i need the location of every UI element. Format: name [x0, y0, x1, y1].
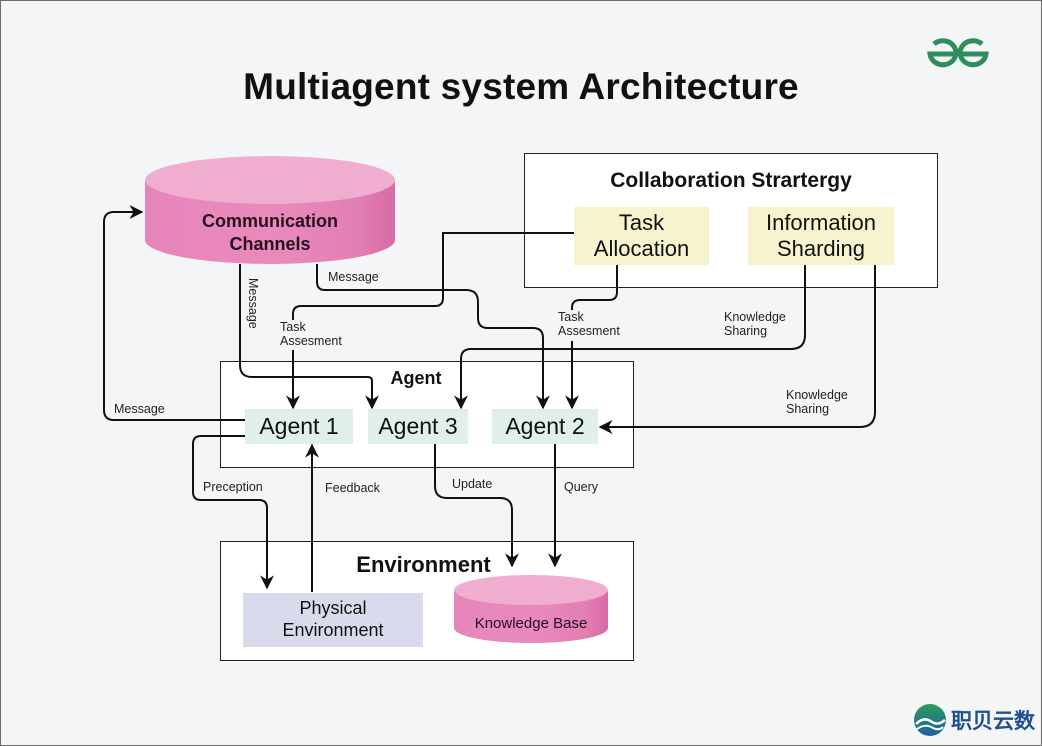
agent-2-node: Agent 2: [492, 409, 598, 444]
label-task-assesment-left: Task Assesment: [280, 320, 342, 349]
label-query: Query: [564, 480, 599, 494]
edge-info-to-agent3: [454, 265, 806, 410]
label-preception: Preception: [203, 480, 263, 494]
edge-agent3-to-kb: [434, 444, 519, 568]
environment-title: Environment: [356, 552, 491, 577]
agent-3-node: Agent 3: [368, 409, 468, 444]
edge-info-to-agent2: [598, 265, 876, 434]
knowledge-base-label: Knowledge Base: [474, 615, 588, 632]
wave-logo-icon: [914, 704, 946, 736]
label-task-assesment-right: Task Assesment: [558, 310, 620, 339]
collaboration-strategy-title: Collaboration Strartergy: [610, 169, 852, 192]
edge-agent1-to-physical: [192, 435, 274, 590]
edge-agent1-to-comm: [103, 205, 245, 421]
label-message-vertical: Message: [246, 278, 260, 329]
agent-1-node: Agent 1: [245, 409, 353, 444]
label-feedback: Feedback: [325, 481, 380, 495]
label-message-left: Message: [114, 402, 165, 416]
watermark-text: 职贝云数: [951, 709, 1035, 733]
communication-channels-cylinder: [145, 156, 395, 264]
geeksforgeeks-logo-icon: [927, 38, 989, 68]
label-message-right: Message: [328, 270, 379, 284]
knowledge-base-cylinder: [454, 575, 608, 643]
edge-task-to-agent1: [292, 232, 574, 320]
label-knowledge-sharing-1: Knowledge Sharing: [724, 310, 786, 339]
edge-comm-to-agent3: [239, 264, 379, 410]
label-update: Update: [452, 477, 493, 491]
label-knowledge-sharing-2: Knowledge Sharing: [786, 388, 848, 417]
diagram-title: Multiagent system Architecture: [243, 66, 799, 107]
communication-channels-label: Communication Channels: [201, 211, 338, 254]
watermark-brand: 职贝云数: [912, 702, 1035, 738]
agent-group-title: Agent: [390, 368, 442, 388]
edge-comm-to-agent2-message: [316, 264, 550, 410]
edge-task-to-agent2: [571, 265, 618, 310]
